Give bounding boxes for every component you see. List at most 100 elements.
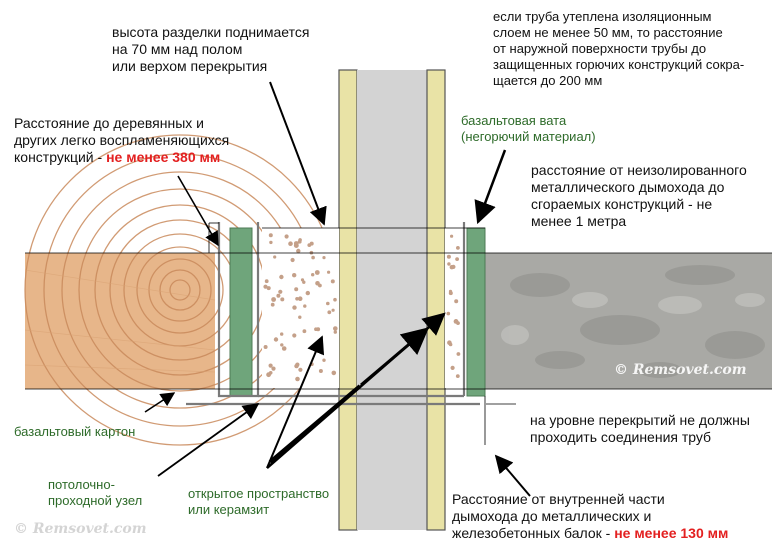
granule [333,326,338,331]
granule [322,358,326,362]
granule [315,281,320,286]
granule [295,376,300,382]
arrow-basalt-wool [474,149,507,225]
granule [447,262,451,266]
granule [269,240,273,245]
granule [311,255,315,260]
granule [314,327,318,332]
granule [271,297,276,302]
granule [263,345,268,349]
arrow-wood-distance [177,175,219,247]
granule [330,279,335,284]
granule [268,371,273,375]
chimney-pipe [357,70,427,530]
note-beams-distance: Расстояние от внутренней части дымохода … [452,491,728,542]
note-wood-distance: Расстояние до деревянных и других легко … [14,115,229,166]
granule [327,270,331,274]
arrow-thick-head [360,327,430,387]
granule [290,257,295,263]
granule [276,293,281,298]
granule [453,319,459,324]
granule [273,337,279,342]
note-basalt-wool: базальтовая вата (негорючий материал) [461,113,596,144]
granule [446,311,451,316]
granule [280,332,284,336]
granule [298,315,302,319]
granule [278,289,283,294]
granule [293,241,299,246]
concrete-slab [485,253,772,389]
expanded-clay-left [262,228,339,388]
granule [268,363,273,368]
note-beams-value: не менее 130 мм [614,525,729,541]
granule [297,296,303,302]
granule [333,297,337,302]
granule [295,297,299,301]
granule [456,352,461,356]
granule [333,330,337,334]
label-basalt-board: базальтовый картон [14,424,136,439]
granule [279,274,284,280]
granule [296,248,301,254]
granule [294,287,299,292]
granule [447,340,452,346]
granule [303,304,307,308]
wooden-slab [24,134,336,446]
granule [300,278,305,282]
expanded-clay-right [445,228,462,388]
note-beams-text: Расстояние от внутренней части дымохода … [452,491,665,541]
granule [268,233,273,238]
pointer-arrows [144,81,531,497]
granule [450,365,455,370]
watermark-slab: © Remsovet.com [614,362,747,378]
granule [302,329,307,334]
granule [322,256,326,260]
granule [455,374,460,378]
granule [273,255,277,259]
arrow-ceiling-unit [157,403,260,477]
granule [456,246,460,250]
label-ceiling-unit: потолочно- проходной узел [48,477,143,508]
granule [450,234,454,238]
granule [292,333,297,338]
granule [448,289,453,293]
granule [326,301,330,306]
granule [311,273,315,277]
label-open-space: открытое пространство или керамзит [188,486,330,517]
granule [280,297,285,302]
note-wood-distance-value: не менее 380 мм [106,149,221,165]
pipe-insulation-left [338,69,358,531]
granule [280,343,284,347]
granule [318,369,323,373]
granule [454,299,459,304]
granule [284,234,289,239]
granule [305,290,310,296]
note-pipe-joints: на уровне перекрытий не должны проходить… [530,412,750,445]
note-insulated-pipe: если труба утеплена изоляционным слоем н… [493,9,745,88]
granule [298,367,303,372]
arrow-open-space-left [266,335,325,469]
granule [263,284,268,289]
granule [292,305,297,310]
granule-dots-left [263,233,338,382]
granule [455,257,459,261]
note-wood-distance-text: Расстояние до деревянных и других легко … [14,115,230,165]
granule [288,241,293,246]
granule [266,286,271,291]
granule [297,239,302,244]
granule [270,302,275,307]
granule [307,243,312,248]
pipe-insulation-right [426,69,446,531]
ceiling-pass-unit-frame [186,222,480,406]
arrow-raise-height [269,81,327,226]
granule [331,308,335,312]
granule [331,370,337,376]
granule [327,310,332,315]
arrow-basalt-board [144,392,176,413]
note-uninsulated-distance: расстояние от неизолированного металличе… [531,162,747,229]
granule [281,346,287,351]
granule [451,264,456,269]
granule [446,254,451,259]
watermark-corner: © Remsovet.com [14,521,147,537]
